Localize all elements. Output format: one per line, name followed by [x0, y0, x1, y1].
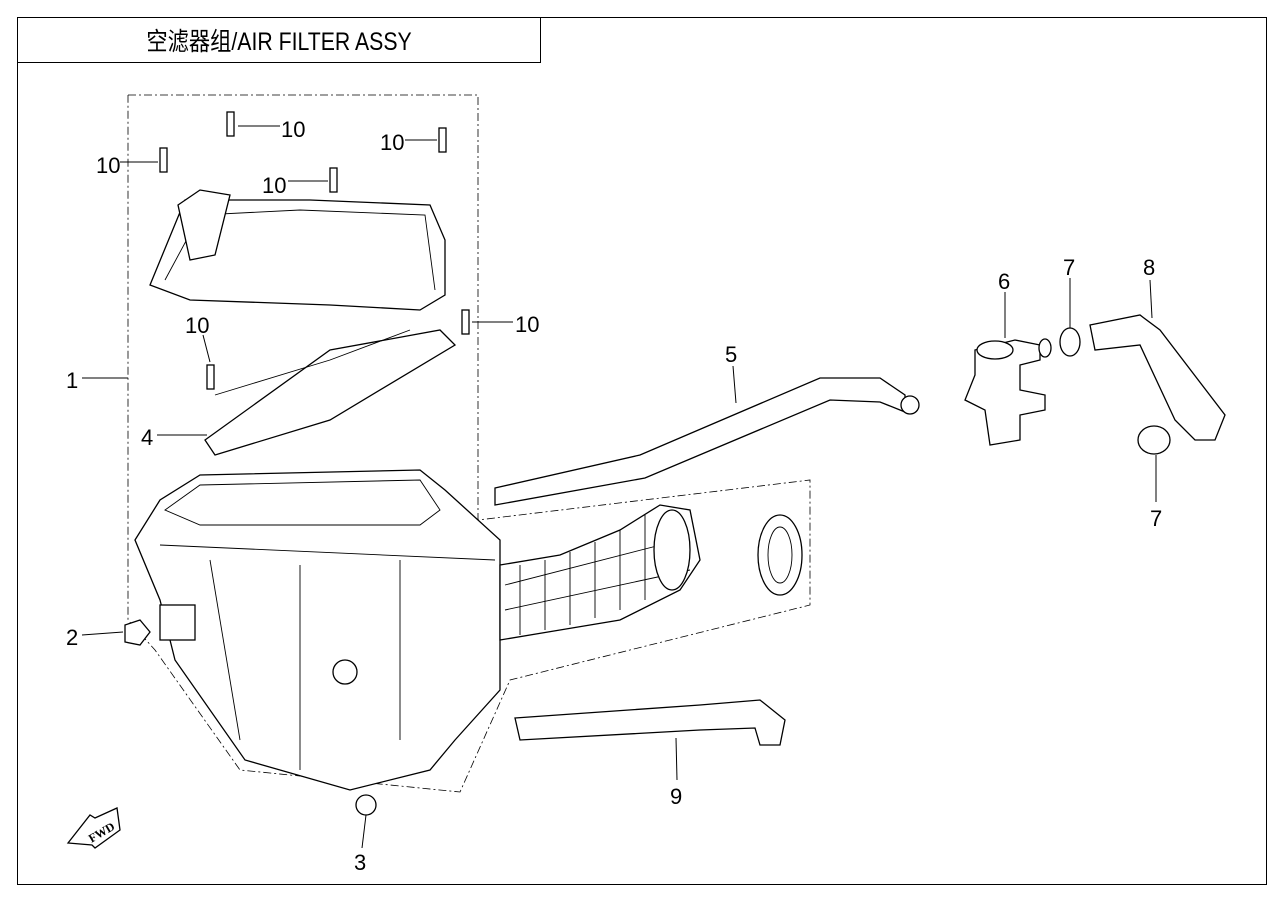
- leader-lines: [81, 125, 1157, 849]
- callout-1: 1: [66, 368, 78, 393]
- drain-hose: [514, 699, 786, 746]
- breather-hose: [494, 377, 920, 506]
- filter-element: [204, 329, 457, 456]
- callout-2: 2: [66, 625, 78, 650]
- air-filter-cover: [149, 189, 446, 311]
- forward-arrow-icon: FWD: [66, 807, 121, 849]
- title-block: 空滤器组/AIR FILTER ASSY: [17, 17, 541, 63]
- intake-duct: [499, 504, 803, 641]
- callout-10: 10: [185, 313, 209, 338]
- callout-6: 6: [998, 269, 1010, 294]
- callout-3: 3: [354, 850, 366, 875]
- bolt: [124, 619, 151, 646]
- callout-7-upper: 7: [1063, 255, 1075, 280]
- bolts: [159, 111, 470, 390]
- page-title: 空滤器组/AIR FILTER ASSY: [146, 28, 412, 56]
- hose-clamp: [1059, 327, 1081, 357]
- callout-10: 10: [380, 130, 404, 155]
- hose: [1089, 314, 1226, 441]
- callout-4: 4: [141, 425, 153, 450]
- air-box: [134, 469, 501, 791]
- callout-10: 10: [515, 312, 539, 337]
- callout-7-lower: 7: [1150, 506, 1162, 531]
- callout-10: 10: [262, 173, 286, 198]
- drawing-frame: [17, 17, 1267, 885]
- callout-8: 8: [1143, 255, 1155, 280]
- callout-10: 10: [96, 153, 120, 178]
- callout-10: 10: [281, 117, 305, 142]
- hose-clamp: [1137, 425, 1171, 455]
- assembly-boundary: [127, 94, 811, 793]
- nut: [355, 794, 377, 816]
- callout-9: 9: [670, 784, 682, 809]
- valve: [964, 338, 1052, 446]
- callout-5: 5: [725, 342, 737, 367]
